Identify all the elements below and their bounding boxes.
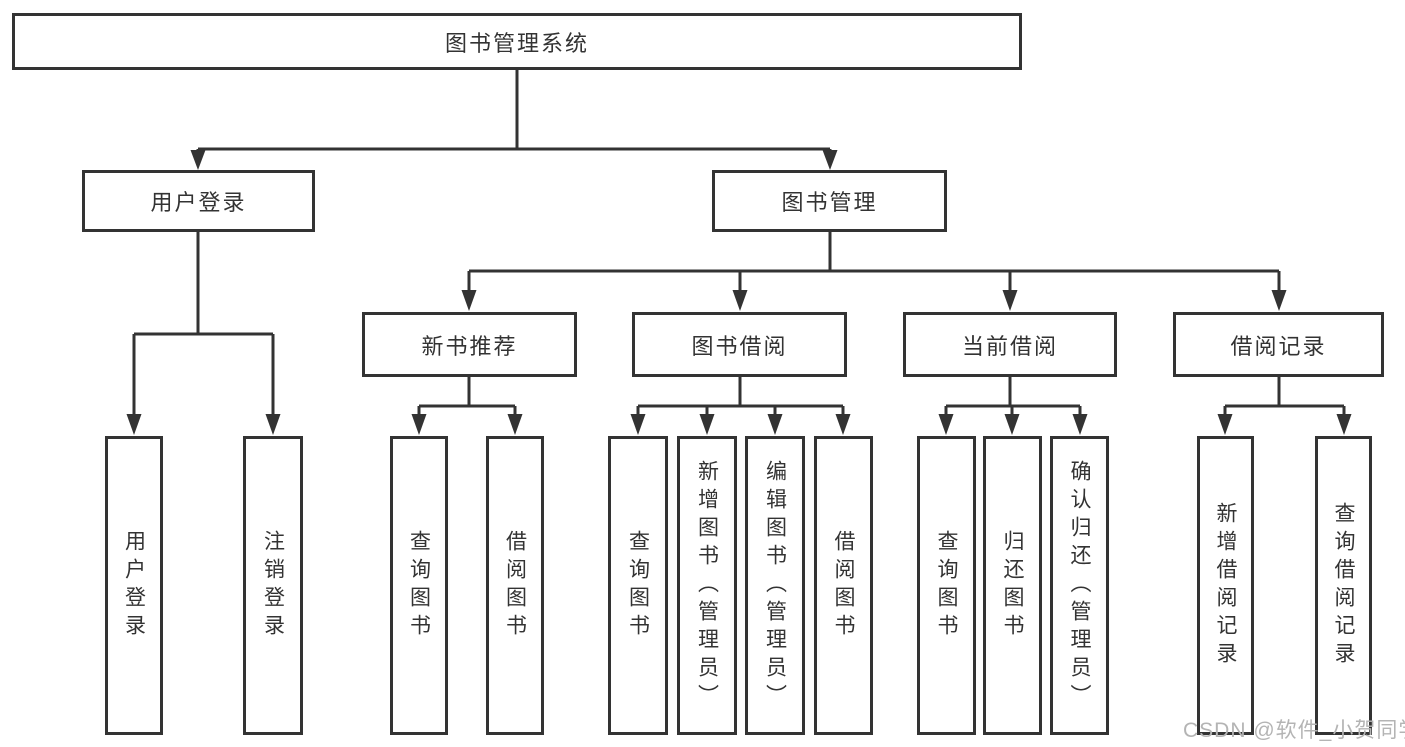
node-borrowing-records: 借阅记录 <box>1173 312 1384 377</box>
node-current-borrowing: 当前借阅 <box>903 312 1117 377</box>
leaf-nb-query-books: 查询图书 <box>390 436 448 735</box>
leaf-user-login: 用户登录 <box>105 436 163 735</box>
leaf-cb-return-books-label: 归还图书 <box>1001 529 1024 642</box>
node-book-borrowing: 图书借阅 <box>632 312 847 377</box>
leaf-logout-label: 注销登录 <box>261 529 285 642</box>
leaf-nb-borrow-books: 借阅图书 <box>486 436 544 735</box>
leaf-nb-query-books-label: 查询图书 <box>407 529 431 642</box>
node-book-management: 图书管理 <box>712 170 947 232</box>
node-root-system: 图书管理系统 <box>12 13 1022 70</box>
leaf-bb-borrow-books-label: 借阅图书 <box>832 529 855 642</box>
leaf-cb-confirm-return-label: 确认归还（管理员） <box>1068 459 1091 712</box>
leaf-bb-add-books: 新增图书（管理员） <box>677 436 737 735</box>
leaf-cb-query-books-label: 查询图书 <box>935 529 958 642</box>
csdn-watermark: CSDN @软件_小贺同学 <box>1183 719 1405 742</box>
leaf-cb-confirm-return: 确认归还（管理员） <box>1050 436 1109 735</box>
leaf-bb-query-books-label: 查询图书 <box>626 529 650 642</box>
leaf-bb-query-books: 查询图书 <box>608 436 668 735</box>
leaf-bb-add-books-label: 新增图书（管理员） <box>695 459 719 712</box>
leaf-logout: 注销登录 <box>243 436 303 735</box>
leaf-br-query-record-label: 查询借阅记录 <box>1332 501 1355 670</box>
node-user-login: 用户登录 <box>82 170 315 232</box>
node-new-book-recommend: 新书推荐 <box>362 312 577 377</box>
leaf-bb-borrow-books: 借阅图书 <box>814 436 873 735</box>
leaf-bb-edit-books: 编辑图书（管理员） <box>745 436 805 735</box>
leaf-br-add-record-label: 新增借阅记录 <box>1214 501 1237 670</box>
leaf-br-query-record: 查询借阅记录 <box>1315 436 1372 735</box>
leaf-cb-return-books: 归还图书 <box>983 436 1042 735</box>
arrowheads <box>126 150 1352 435</box>
leaf-bb-edit-books-label: 编辑图书（管理员） <box>763 459 787 712</box>
leaf-br-add-record: 新增借阅记录 <box>1197 436 1254 735</box>
leaf-nb-borrow-books-label: 借阅图书 <box>503 529 527 642</box>
leaf-user-login-label: 用户登录 <box>122 529 146 642</box>
leaf-cb-query-books: 查询图书 <box>917 436 976 735</box>
